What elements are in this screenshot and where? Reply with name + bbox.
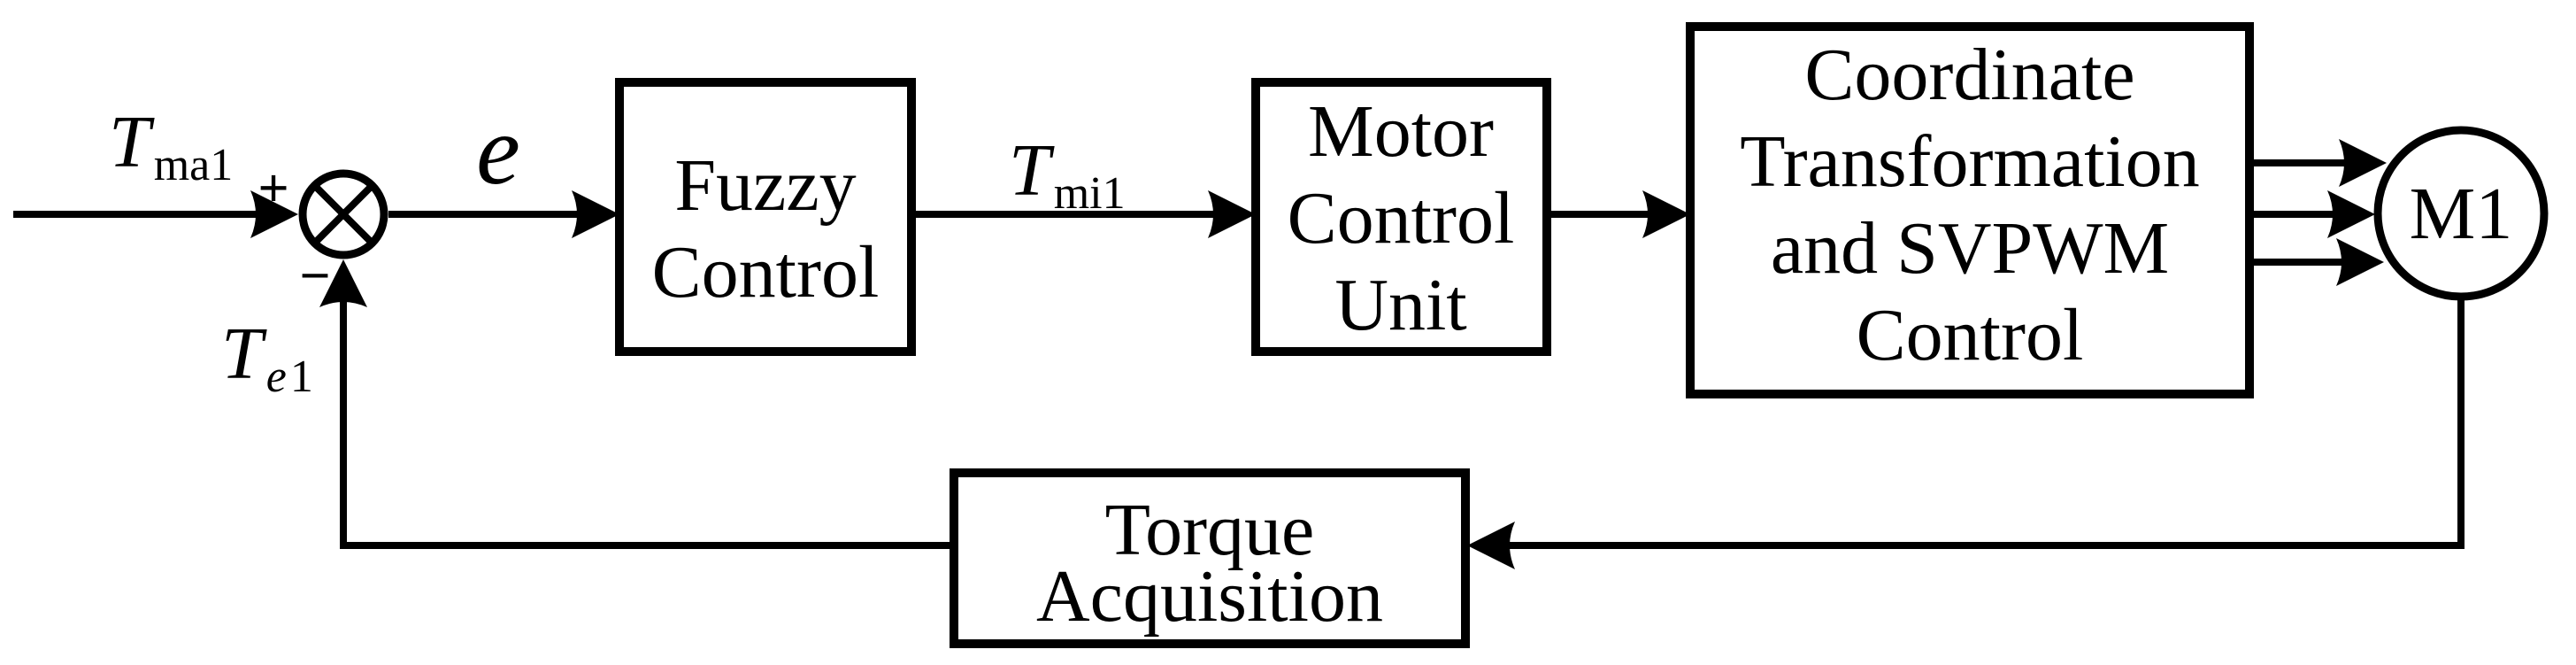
motor-unit-line3: Unit bbox=[1334, 264, 1466, 346]
torque-line2: Acquisition bbox=[1036, 555, 1383, 638]
plus-sign: + bbox=[258, 159, 288, 219]
label-t-mi1: T mi1 bbox=[1009, 129, 1126, 219]
coordinate-line1: Coordinate bbox=[1804, 34, 2134, 116]
coordinate-line3: and SVPWM bbox=[1771, 207, 2169, 290]
coordinate-line4: Control bbox=[1857, 294, 2084, 376]
motor-unit-line2: Control bbox=[1288, 177, 1515, 259]
error-arrow bbox=[388, 190, 619, 238]
coordinate-svpwm-block: Coordinate Transformation and SVPWM Cont… bbox=[1686, 22, 2254, 398]
arrow-motor-to-coordinate bbox=[1547, 190, 1690, 238]
label-t-ma1: T ma1 bbox=[109, 101, 233, 190]
label-m1: M1 bbox=[2410, 173, 2513, 255]
torque-line1: Torque bbox=[1105, 489, 1315, 571]
motor-m1: M1 bbox=[2373, 126, 2549, 301]
fuzzy-control-line1: Fuzzy bbox=[674, 144, 856, 227]
feedback-line-left bbox=[319, 259, 954, 549]
motor-control-unit-block: Motor Control Unit bbox=[1251, 78, 1551, 356]
summing-junction bbox=[298, 169, 388, 259]
three-phase-arrows bbox=[2249, 139, 2387, 286]
label-error-e: e bbox=[476, 96, 520, 205]
coordinate-line2: Transformation bbox=[1740, 120, 2200, 203]
torque-acquisition-block: Torque Acquisition bbox=[950, 468, 1470, 648]
fuzzy-control-line2: Control bbox=[652, 231, 880, 313]
label-t-e1: T e 1 bbox=[221, 313, 313, 402]
input-arrow bbox=[13, 190, 298, 238]
arrow-fuzzy-to-motor bbox=[911, 190, 1256, 238]
feedback-line-right bbox=[1467, 299, 2465, 569]
motor-unit-line1: Motor bbox=[1308, 90, 1494, 173]
fuzzy-control-block: Fuzzy Control bbox=[615, 78, 916, 356]
